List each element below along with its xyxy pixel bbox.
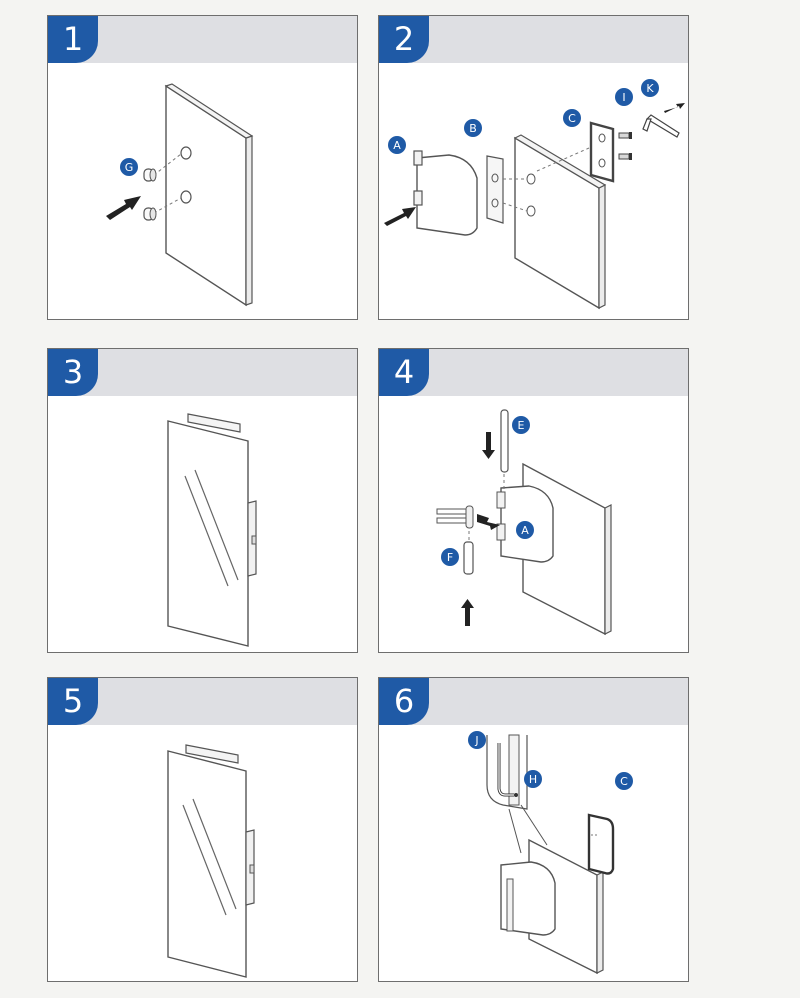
hinge-detail — [508, 734, 520, 806]
top-hinge-bracket — [187, 413, 241, 433]
svg-text:B: B — [469, 122, 477, 135]
glass-edge — [598, 184, 606, 309]
arrow-icon — [477, 514, 500, 530]
gasket-plate — [486, 155, 504, 224]
svg-text:F: F — [447, 551, 453, 564]
step-2-illustration: A B C I K — [384, 79, 685, 310]
glass-top-edge — [513, 134, 607, 189]
hinge-knuckle — [496, 523, 506, 541]
step-4-illustration: E A F — [436, 409, 612, 636]
glass-edge — [245, 135, 253, 306]
step-4-panel: 4 E A F — [378, 348, 689, 653]
step-1-illustration: G — [106, 83, 254, 307]
hinge-knuckle — [496, 491, 506, 509]
step-6-panel: 6 J H C — [378, 677, 689, 982]
glass-edge — [596, 871, 604, 974]
screw — [618, 132, 632, 139]
bushing — [143, 168, 157, 182]
back-plate — [589, 121, 615, 183]
step-header-band — [379, 678, 688, 725]
zoom-callout — [486, 735, 528, 810]
callout-line — [508, 808, 522, 854]
allen-key — [498, 743, 514, 796]
glass-edge — [604, 504, 612, 635]
hinge-knuckle — [506, 878, 514, 932]
step-5-panel: 5 — [47, 677, 358, 982]
glass-reflection — [194, 469, 239, 581]
glass-panel — [165, 84, 247, 307]
svg-text:E: E — [518, 419, 525, 432]
step-2-panel: 2 — [378, 15, 689, 320]
hole — [180, 190, 192, 204]
part-label-h: H — [524, 770, 542, 788]
svg-text:C: C — [620, 775, 628, 788]
arrow-icon — [106, 196, 141, 220]
step-number: 3 — [48, 349, 98, 396]
hinge-body — [500, 861, 556, 936]
svg-text:J: J — [474, 734, 478, 747]
hinge-knuckle — [413, 150, 423, 166]
part-label-f: F — [441, 548, 459, 566]
step-number: 2 — [379, 16, 429, 63]
hinge-body — [416, 154, 478, 236]
svg-text:H: H — [529, 773, 537, 786]
hole — [526, 173, 536, 185]
step-5-illustration — [167, 744, 255, 978]
svg-text:G: G — [125, 161, 134, 174]
hinge-pin — [500, 409, 509, 473]
svg-text:A: A — [393, 139, 401, 152]
svg-text:K: K — [646, 82, 654, 95]
part-label-i: I — [615, 88, 633, 106]
step-6-illustration: J H C — [468, 731, 633, 975]
part-label-a: A — [388, 136, 406, 154]
glass-top-edge — [164, 83, 254, 139]
svg-text:C: C — [568, 112, 576, 125]
arrow-up-icon — [461, 599, 474, 626]
step-header-band — [379, 16, 688, 63]
arrow-icon — [384, 207, 416, 226]
part-label-k: K — [641, 79, 659, 97]
step-header-band — [48, 349, 357, 396]
bushing — [143, 207, 157, 221]
part-label-j: J — [468, 731, 486, 749]
part-label-a: A — [516, 521, 534, 539]
mounting-bolt — [436, 505, 474, 529]
allen-key — [642, 118, 652, 132]
step-number: 5 — [48, 678, 98, 725]
guide-line — [502, 202, 528, 212]
glass-reflection — [182, 804, 227, 916]
svg-text:I: I — [622, 91, 625, 104]
step-header-band — [48, 678, 357, 725]
step-3-illustration — [167, 413, 257, 647]
step-3-panel: 3 — [47, 348, 358, 653]
step-header-band — [379, 349, 688, 396]
step-1-panel: 1 G — [47, 15, 358, 320]
step-number: 4 — [379, 349, 429, 396]
svg-text:A: A — [521, 524, 529, 537]
step-number: 1 — [48, 16, 98, 63]
part-label-g: G — [120, 158, 138, 176]
part-label-b: B — [464, 119, 482, 137]
step-header-band — [48, 16, 357, 63]
step-number: 6 — [379, 678, 429, 725]
part-label-c: C — [615, 772, 633, 790]
part-label-e: E — [512, 416, 530, 434]
guide-line — [153, 197, 182, 214]
glass-reflection — [184, 475, 229, 587]
callout-line — [520, 804, 548, 846]
allen-key — [646, 114, 680, 138]
hinge-knuckle — [413, 190, 423, 206]
part-label-c: C — [563, 109, 581, 127]
top-hinge-bracket — [185, 744, 239, 764]
arrow-down-icon — [482, 432, 495, 459]
glass-panel — [167, 750, 247, 978]
screw — [618, 153, 632, 160]
back-plate — [587, 813, 615, 875]
hole — [180, 146, 192, 160]
glass-reflection — [192, 798, 237, 910]
arrow-icon — [664, 103, 685, 113]
bushing — [463, 541, 474, 575]
